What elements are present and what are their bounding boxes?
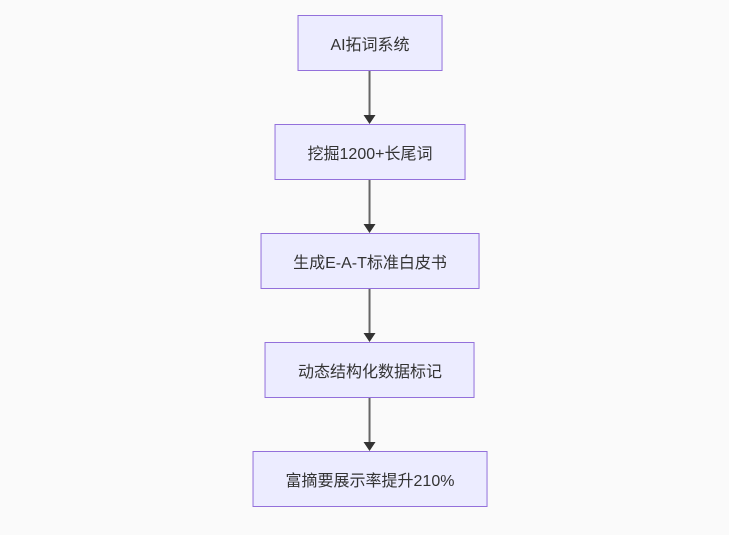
flow-node-ai-keyword-system: AI拓词系统: [297, 15, 443, 71]
flow-node-longtail-mining: 挖掘1200+长尾词: [274, 124, 466, 180]
flow-node-label: 动态结构化数据标记: [297, 364, 442, 381]
flow-arrow-3: [364, 289, 376, 342]
flow-node-rich-snippet-uplift: 富摘要展示率提升210%: [252, 451, 488, 507]
flow-node-label: 挖掘1200+长尾词: [307, 146, 433, 163]
flow-arrow-4: [364, 398, 376, 451]
flow-node-label: 富摘要展示率提升210%: [285, 473, 455, 490]
arrow-head-icon: [364, 333, 376, 342]
flow-node-eat-whitepaper: 生成E-A-T标准白皮书: [260, 233, 480, 289]
arrow-line: [369, 289, 371, 333]
arrow-line: [369, 398, 371, 442]
flow-node-label: 生成E-A-T标准白皮书: [293, 255, 447, 272]
arrow-line: [369, 71, 371, 115]
arrow-head-icon: [364, 115, 376, 124]
flow-node-label: AI拓词系统: [330, 37, 410, 54]
arrow-head-icon: [364, 224, 376, 233]
arrow-head-icon: [364, 442, 376, 451]
flow-node-structured-data-markup: 动态结构化数据标记: [264, 342, 475, 398]
flow-arrow-1: [364, 71, 376, 124]
flow-arrow-2: [364, 180, 376, 233]
arrow-line: [369, 180, 371, 224]
flowchart: AI拓词系统 挖掘1200+长尾词 生成E-A-T标准白皮书 动态结构化数据标记: [252, 15, 488, 507]
